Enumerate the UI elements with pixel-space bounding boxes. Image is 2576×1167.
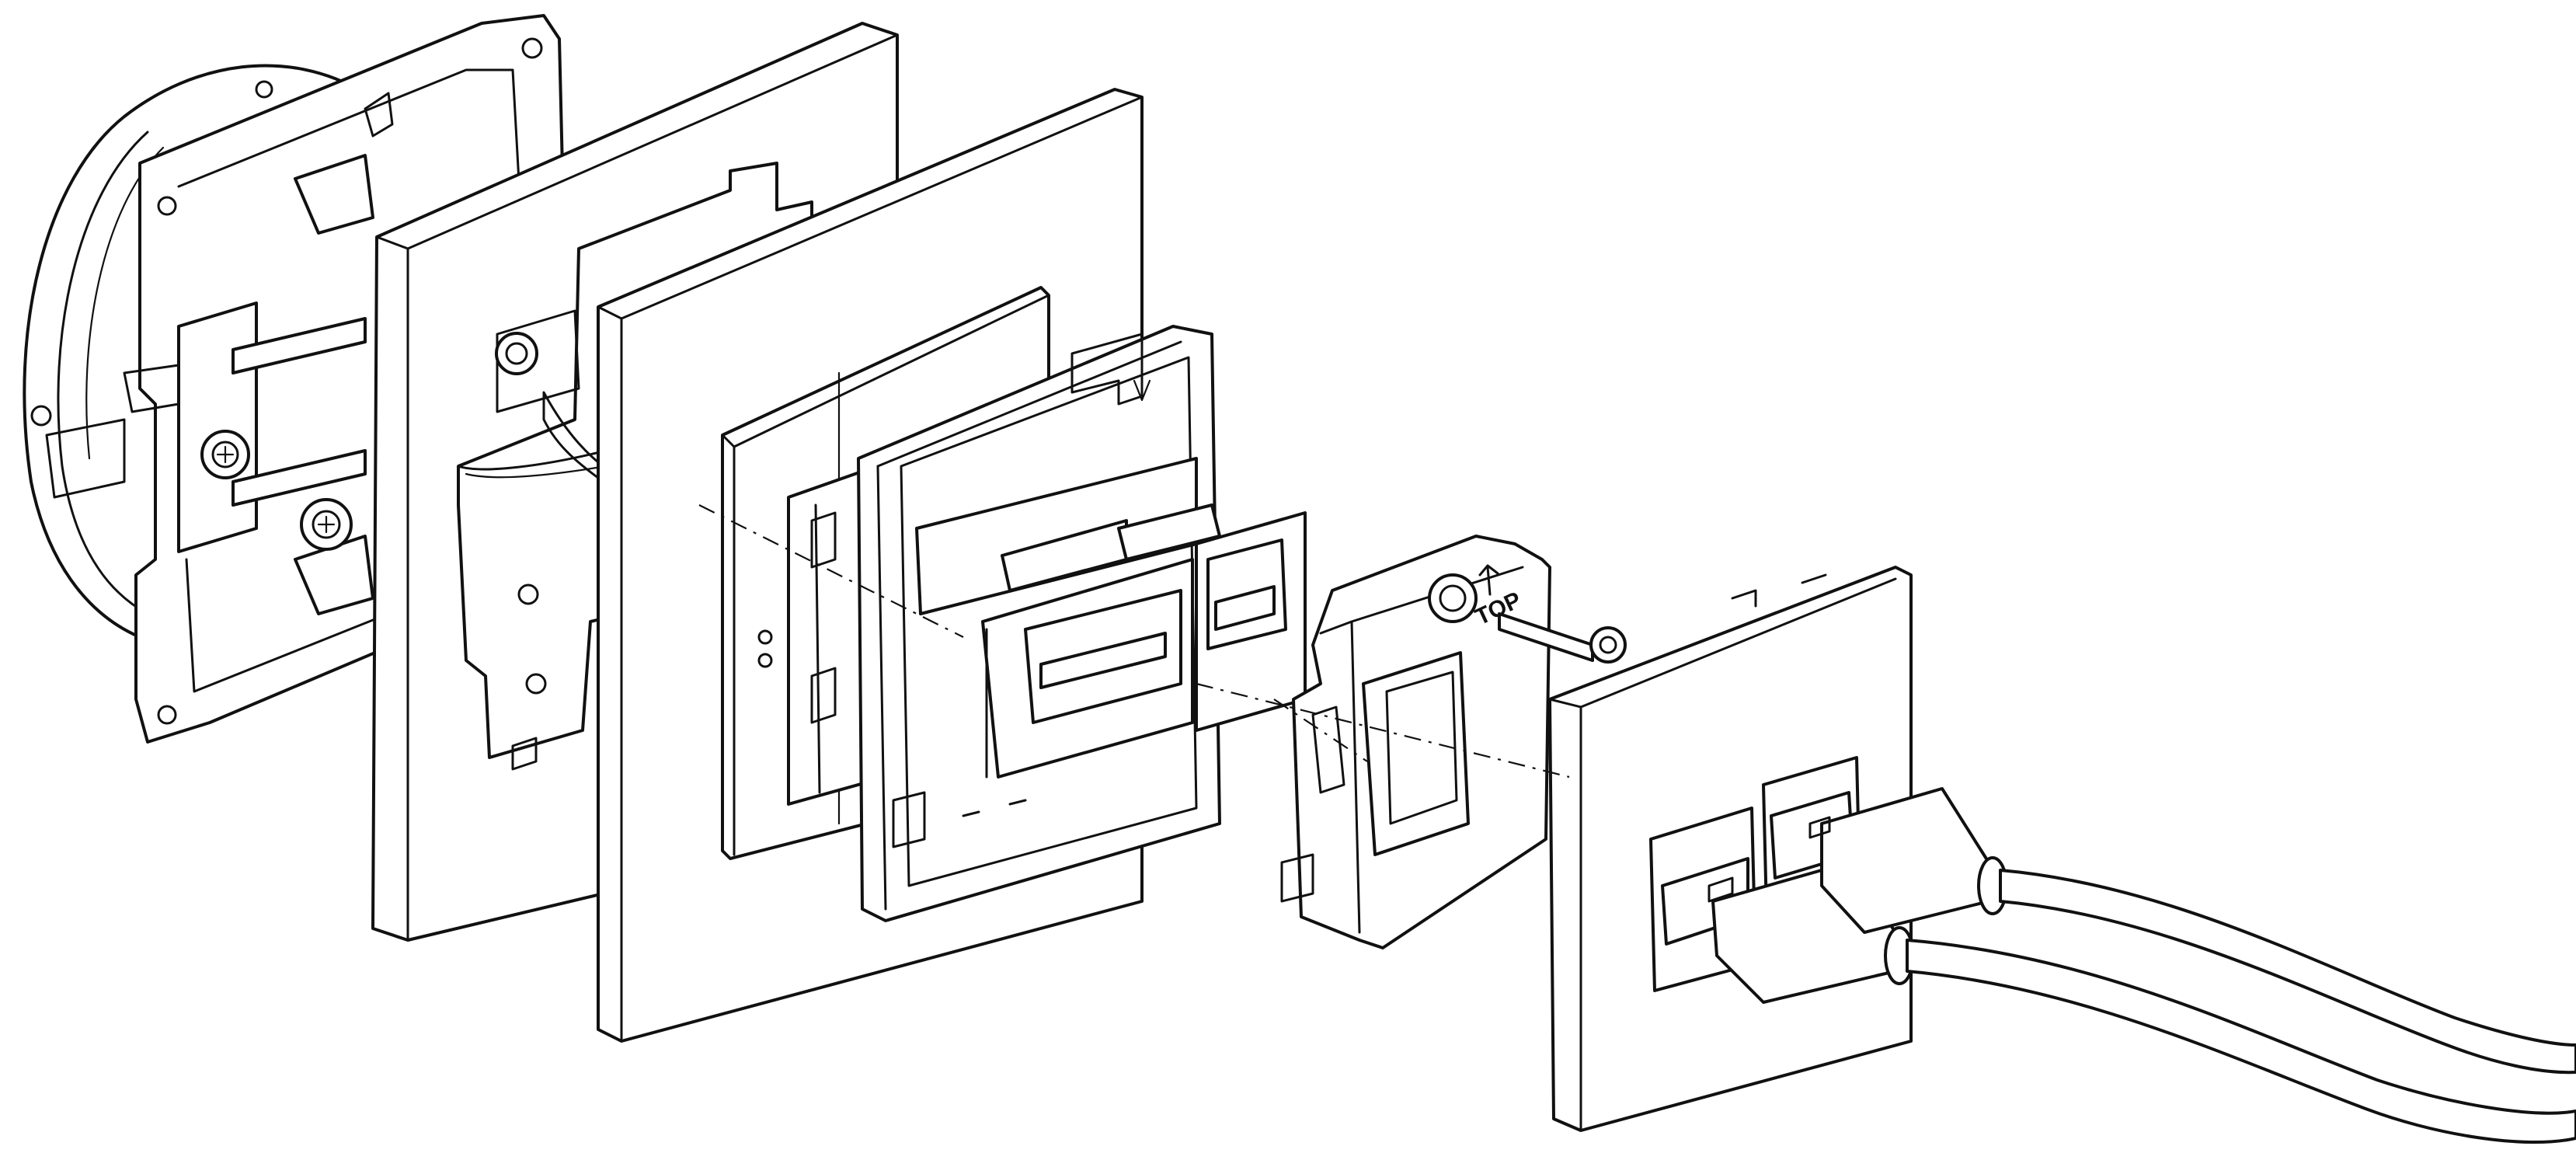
alignment-axes [698, 504, 1570, 779]
front-cover-with-usb-cables [1498, 566, 2576, 1144]
adapter-frame: TOP [1280, 535, 1551, 949]
up-arrow-icon [1478, 564, 1499, 596]
usb-charger-module [787, 325, 1307, 922]
